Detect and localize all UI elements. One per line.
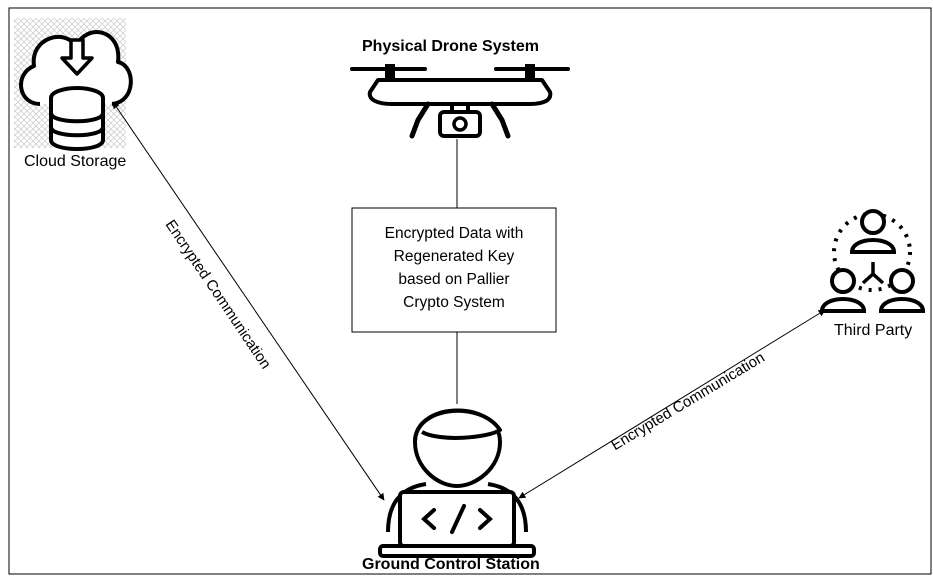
gcs-third-party-arrow: [518, 309, 826, 499]
process-box-line: Crypto System: [403, 294, 505, 311]
cloud-storage-icon: [14, 18, 133, 151]
cloud-gcs-arrow: [112, 101, 385, 501]
ground-control-station-label: Ground Control Station: [362, 556, 540, 573]
third-party-label: Third Party: [834, 322, 913, 339]
ground-control-station-icon: [378, 408, 536, 558]
third-party-icon: [819, 209, 926, 313]
process-box-line: Regenerated Key: [393, 248, 515, 265]
process-box-text: Encrypted Data with Regenerated Key base…: [352, 222, 556, 314]
process-box-line: Encrypted Data with: [384, 225, 524, 242]
drone-icon: [350, 64, 570, 139]
drone-label: Physical Drone System: [362, 38, 539, 55]
outer-frame: [8, 7, 932, 575]
cloud-storage-label: Cloud Storage: [24, 153, 127, 170]
process-box-line: based on Pallier: [398, 271, 510, 288]
